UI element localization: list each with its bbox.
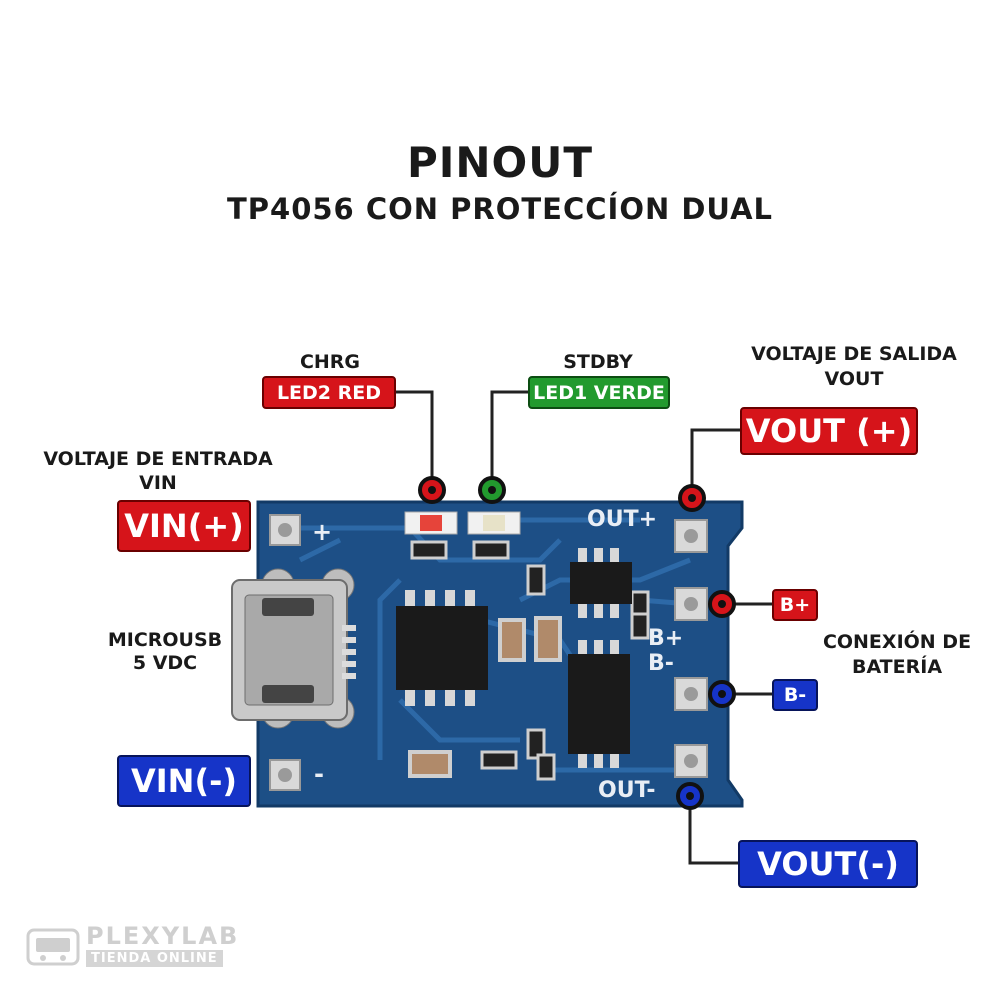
b-minus-tag: B- [772, 679, 818, 711]
vout-minus-leader [688, 798, 740, 865]
vout-heading-line1: VOLTAJE DE SALIDA [751, 343, 957, 365]
protection-ic [570, 548, 632, 618]
vin-minus-tag: VIN(-) [117, 755, 251, 807]
led2-tag: LED2 RED [262, 376, 396, 409]
silk-out-minus: OUT- [598, 778, 655, 803]
pad-out-minus [674, 744, 708, 778]
watermark-brand: PLEXYLAB [86, 922, 240, 950]
pad-vin-plus [269, 514, 301, 546]
battery-label-line2: BATERÍA [851, 656, 943, 678]
silk-minus: - [314, 760, 324, 788]
pad-b-plus [674, 587, 708, 621]
watermark-subtitle: TIENDA ONLINE [86, 950, 223, 967]
vin-plus-tag: VIN(+) [117, 500, 251, 552]
plexylab-watermark: PLEXYLAB TIENDA ONLINE [26, 922, 244, 970]
micro-usb-connector [231, 568, 356, 729]
vout-plus-leader [690, 428, 742, 498]
silk-out-plus: OUT+ [587, 507, 657, 532]
led2-component [404, 511, 458, 535]
pcb-board: + - OUT+ B+ B- OUT- [231, 500, 744, 808]
plexylab-logo-icon [26, 928, 80, 966]
pad-out-plus [674, 519, 708, 553]
chrg-label: CHRG [299, 351, 361, 373]
silk-b-plus: B+ [648, 626, 683, 651]
led1-tag: LED1 VERDE [528, 376, 670, 409]
pad-vin-minus [269, 759, 301, 791]
vout-minus-tag: VOUT(-) [738, 840, 918, 888]
led1-component [467, 511, 521, 535]
tp4056-ic [396, 590, 488, 706]
chrg-leader [395, 390, 434, 490]
microusb-label-line1: MICROUSB [107, 629, 223, 651]
stdby-label: STDBY [563, 351, 633, 373]
stdby-leader [490, 390, 530, 490]
b-plus-tag: B+ [772, 589, 818, 621]
silk-plus: + [312, 518, 332, 546]
mosfet-ic [568, 640, 630, 768]
page-subtitle: TP4056 CON PROTECCÍON DUAL [226, 192, 773, 226]
battery-label-line1: CONEXIÓN DE [822, 631, 972, 653]
pad-b-minus [674, 677, 708, 711]
silk-b-minus: B- [648, 651, 674, 676]
page-title: PINOUT [406, 138, 594, 187]
vout-plus-tag: VOUT (+) [740, 407, 918, 455]
vin-heading-line2: VIN [139, 472, 177, 494]
vout-heading-line2: VOUT [824, 368, 884, 390]
microusb-label-line2: 5 VDC [132, 652, 198, 674]
vin-heading-line1: VOLTAJE DE ENTRADA [43, 448, 273, 470]
